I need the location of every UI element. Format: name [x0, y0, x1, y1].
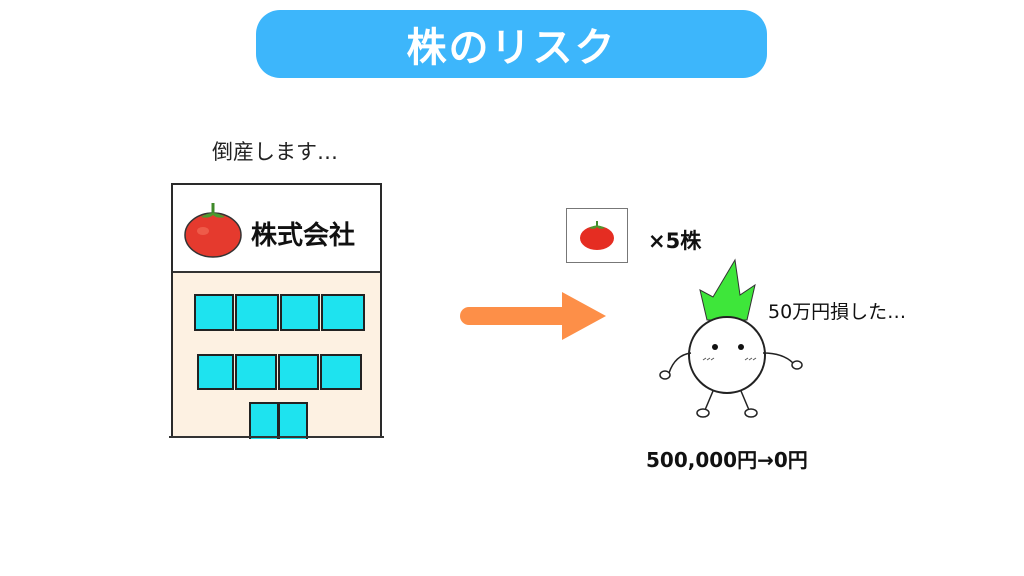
stock-icon-box: [566, 208, 628, 263]
window: [194, 294, 234, 331]
bankrupt-caption: 倒産します…: [212, 140, 338, 164]
tomato-icon: [580, 221, 614, 250]
holding-quantity: ×5株: [648, 229, 702, 253]
speech-text: 50万円損した…: [768, 301, 907, 323]
tomato-logo-icon: [184, 203, 242, 258]
window: [197, 354, 234, 390]
window: [320, 354, 362, 390]
building-icon: 株式会社: [171, 183, 382, 439]
window: [321, 294, 365, 331]
radish-mascot-icon: [659, 258, 803, 418]
window: [235, 294, 279, 331]
door: [278, 402, 308, 439]
company-sign: 株式会社: [173, 185, 380, 273]
door: [249, 402, 279, 439]
ground-line: [169, 436, 384, 438]
window: [278, 354, 319, 390]
window: [280, 294, 320, 331]
value-change: 500,000円→0円: [646, 448, 808, 472]
company-name: 株式会社: [251, 221, 356, 251]
title-banner: 株のリスク: [256, 10, 767, 78]
page-title: 株のリスク: [406, 25, 617, 71]
arrow-right-icon: [460, 292, 606, 340]
window: [235, 354, 277, 390]
